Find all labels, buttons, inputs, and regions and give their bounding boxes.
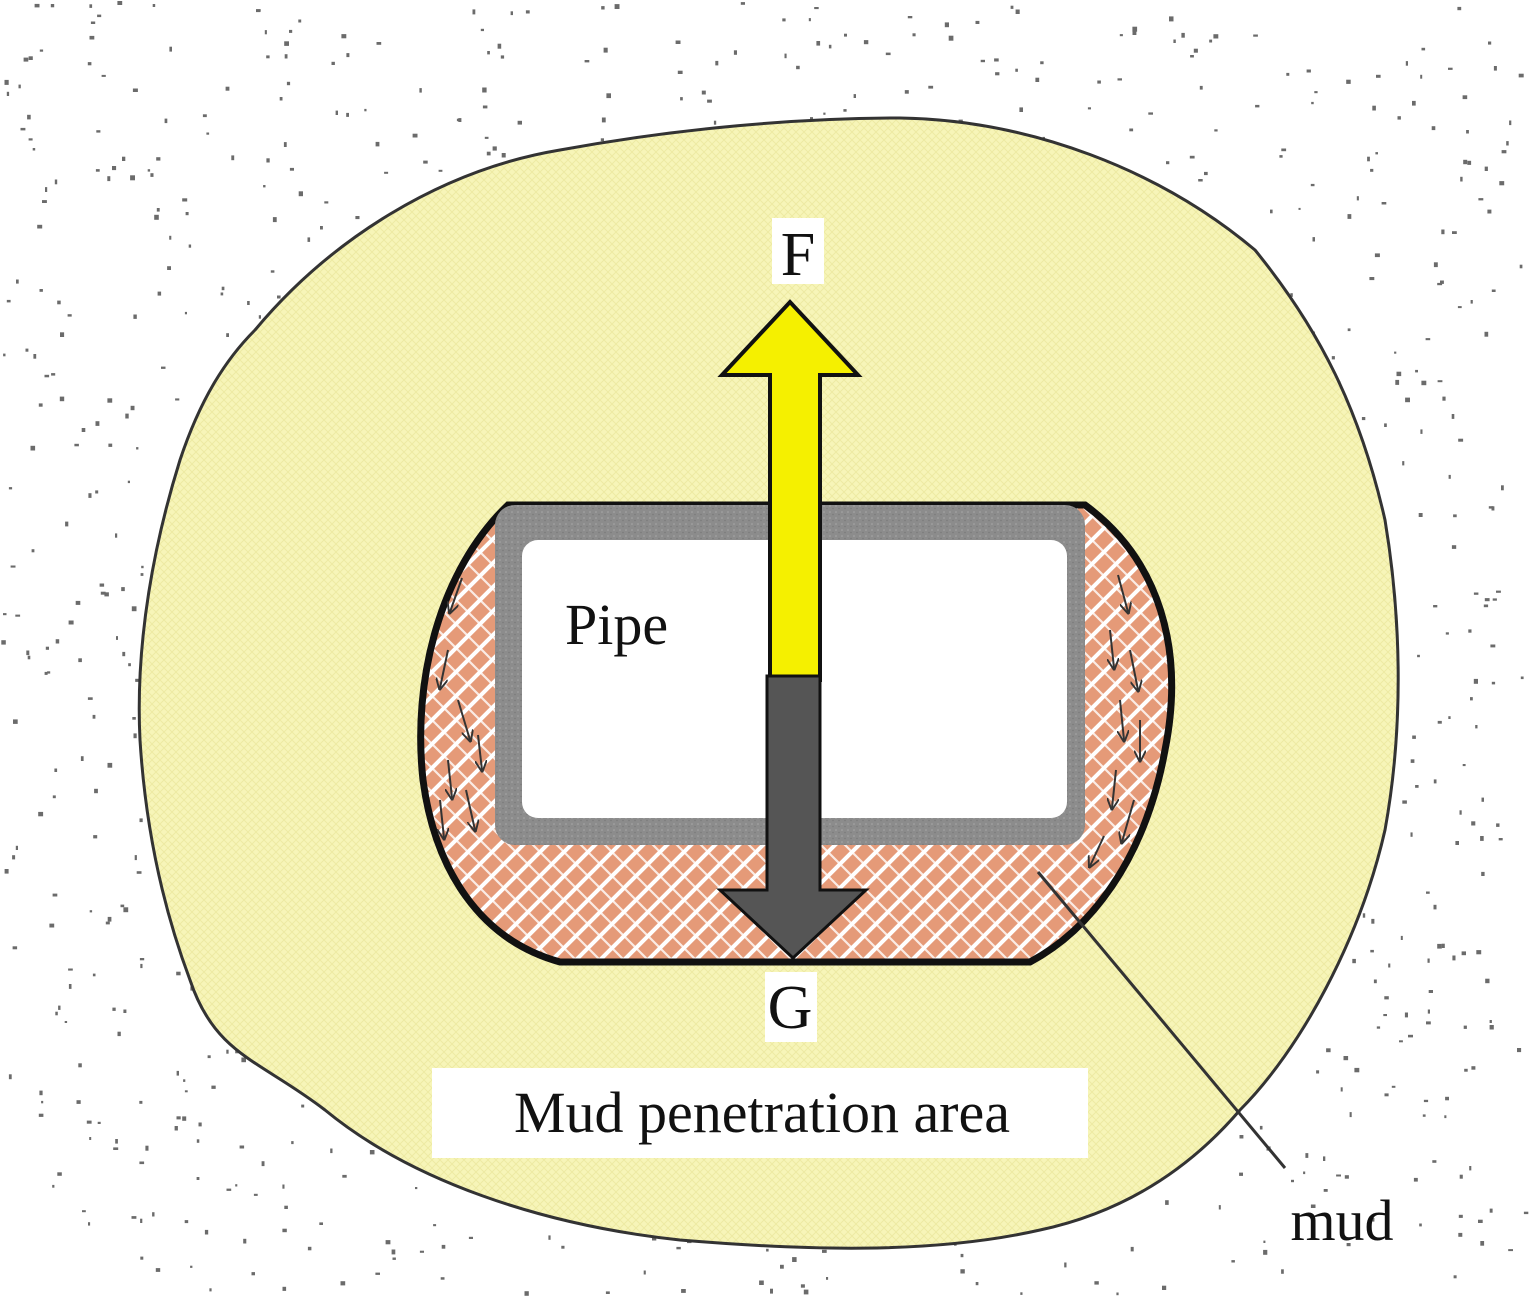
mud-flow-arrow <box>1117 574 1128 612</box>
force-up-label-bg <box>772 218 824 284</box>
force-up-label: F <box>781 221 815 289</box>
mud-leader-line <box>1036 871 1287 1169</box>
force-down-label: G <box>768 974 813 1042</box>
mud-flow-arrow <box>478 734 482 770</box>
mud-flow-arrow <box>1120 699 1124 740</box>
mud-flow-arrow <box>457 699 470 740</box>
pipe-label: Pipe <box>565 592 668 657</box>
mud-flow-arrows <box>440 574 1140 866</box>
mud-flow-arrow <box>450 577 463 612</box>
mud-flow-arrow <box>465 789 475 830</box>
zone-label-bg <box>432 1068 1088 1158</box>
mud-flow-arrow <box>448 759 452 798</box>
mud-flow-arrow <box>440 649 449 688</box>
mud-flow-arrow <box>1129 649 1138 690</box>
force-arrow-up <box>717 299 863 682</box>
mud-flow-arrow <box>1122 799 1135 842</box>
force-down-label-bg <box>765 972 817 1042</box>
mud-flow-arrow <box>1112 769 1116 808</box>
mud-label: mud <box>1290 1188 1393 1253</box>
zone-label: Mud penetration area <box>514 1080 1010 1145</box>
mud-flow-arrow <box>1110 629 1114 668</box>
mud-flow-arrow <box>1090 835 1105 866</box>
gravity-arrow-down <box>716 674 870 961</box>
mud-flow-arrow <box>440 799 444 838</box>
